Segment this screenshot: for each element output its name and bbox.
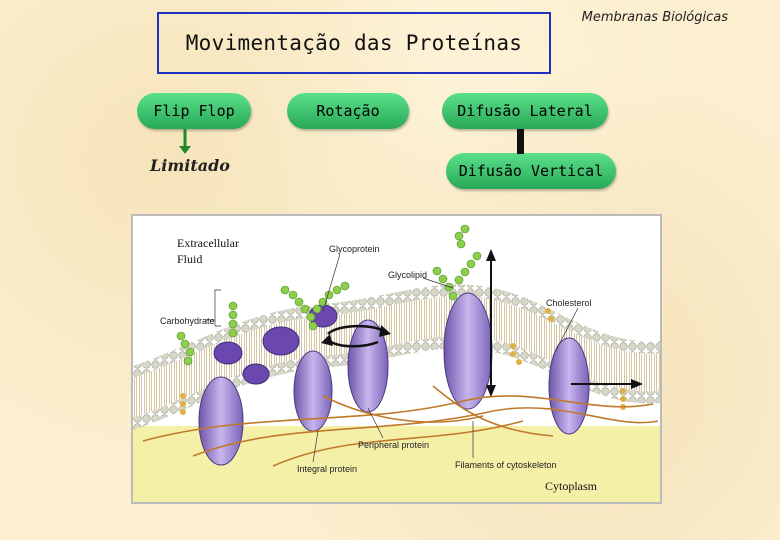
difusao-vertical-label: Difusão Vertical xyxy=(458,162,604,180)
label-glycoprotein: Glycoprotein xyxy=(329,244,380,254)
peripheral-protein-4 xyxy=(242,363,270,385)
label-glycolipid: Glycolipid xyxy=(388,270,427,280)
lateral-vertical-connector xyxy=(517,129,524,154)
difusao-vertical-pill: Difusão Vertical xyxy=(446,153,616,189)
label-extracellular: Extracellular xyxy=(177,236,239,250)
difusao-lateral-label: Difusão Lateral xyxy=(457,102,593,120)
glycan-chains xyxy=(176,224,482,366)
integral-protein-4 xyxy=(443,292,493,410)
label-filaments: Filaments of cytoskeleton xyxy=(455,460,557,470)
membrane-illustration: Extracellular Fluid Glycoprotein Glycoli… xyxy=(133,224,660,502)
label-peripheral-protein: Peripheral protein xyxy=(358,440,429,450)
flip-flop-pill: Flip Flop xyxy=(137,93,251,129)
lipid-tails xyxy=(133,296,660,418)
title-box: Movimentação das Proteínas xyxy=(157,12,551,74)
membrane-diagram: Extracellular Fluid Glycoprotein Glycoli… xyxy=(131,214,662,504)
integral-protein-1 xyxy=(198,376,244,466)
rotacao-label: Rotação xyxy=(316,102,380,120)
connectors xyxy=(179,129,524,154)
peripheral-protein-2 xyxy=(213,341,243,365)
label-cholesterol: Cholesterol xyxy=(546,298,592,308)
movement-arrows xyxy=(321,249,643,397)
limitado-label: Limitado xyxy=(150,156,230,175)
label-fluid: Fluid xyxy=(177,252,202,266)
difusao-lateral-pill: Difusão Lateral xyxy=(442,93,608,129)
main-title: Movimentação das Proteínas xyxy=(185,31,523,55)
upper-leaflet-heads xyxy=(133,284,660,378)
peripheral-protein-1 xyxy=(262,326,300,356)
flip-flop-label: Flip Flop xyxy=(153,102,235,120)
cholesterol-molecules xyxy=(180,308,626,415)
rotacao-pill: Rotação xyxy=(287,93,409,129)
flip-flop-arrowhead xyxy=(179,146,191,154)
lower-leaflet-heads xyxy=(133,336,660,430)
label-integral-protein: Integral protein xyxy=(297,464,357,474)
label-carbohydrate: Carbohydrate xyxy=(160,316,215,326)
leader-lines xyxy=(205,253,579,463)
label-cytoplasm: Cytoplasm xyxy=(545,479,598,493)
corner-title: Membranas Biológicas xyxy=(581,10,728,25)
cytoskeleton-filaments xyxy=(142,385,659,467)
